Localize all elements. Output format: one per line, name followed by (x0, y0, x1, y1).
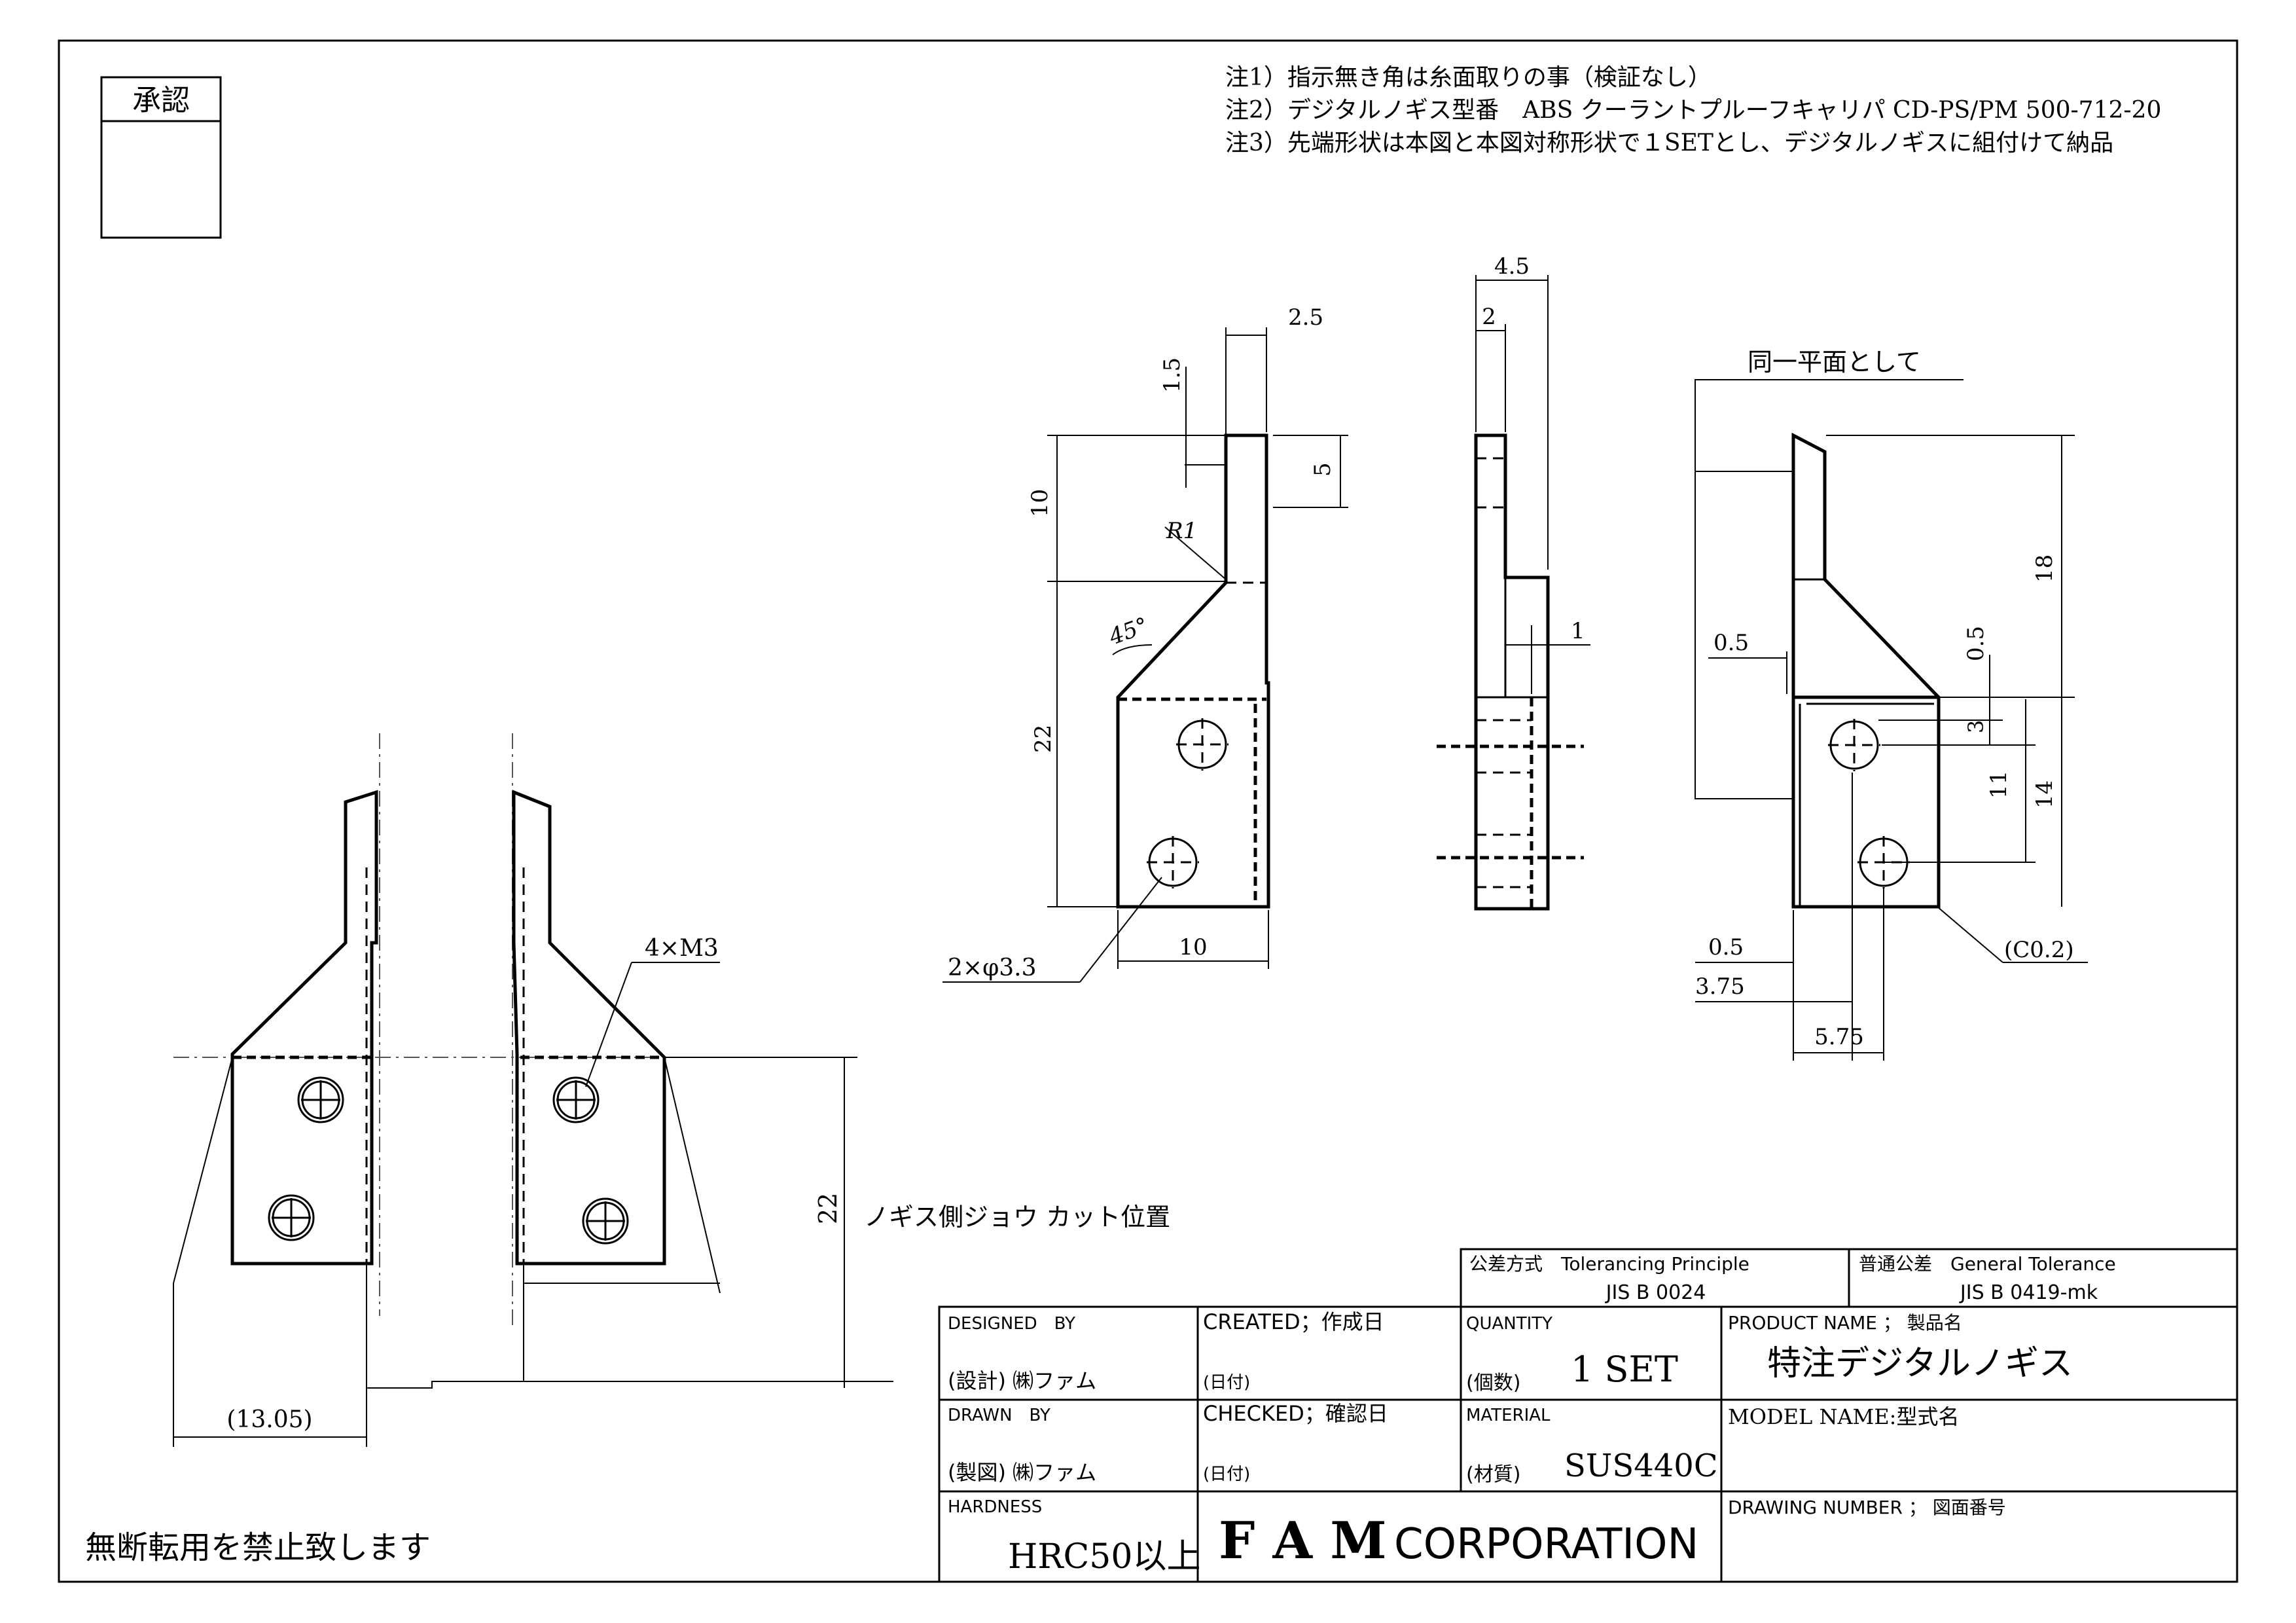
note-2: 注2）デジタルノギス型番 ABS クーラントプルーフキャリパ CD-PS/PM … (1225, 97, 2161, 124)
approval-box: 承認 (100, 76, 222, 239)
dim-2: 2 (1482, 304, 1496, 330)
material-value: SUS440C (1564, 1448, 1718, 1484)
checked-date: (日付) (1203, 1465, 1250, 1484)
front-dimensions: 2.5 1.5 10 5 R1 45° 22 10 2×φ3.3 (942, 304, 1348, 983)
side-view (1437, 433, 1584, 911)
hole-right-upper (1828, 719, 1880, 771)
general-tolerance-value: JIS B 0419-mk (1959, 1281, 2098, 1304)
note-1: 注1）指示無き角は糸面取りの事（検証なし） (1225, 64, 1712, 91)
dim-0-5-top: 0.5 (1713, 630, 1749, 656)
jaw-cut-note: ノギス側ジョウ カット位置 (864, 1203, 1170, 1231)
approval-label: 承認 (132, 84, 190, 117)
hole-upper (1176, 718, 1229, 771)
side-dimensions: 4.5 2 1 (1475, 253, 1590, 694)
company-mark: F A M (1219, 1511, 1387, 1571)
quantity-value: 1 SET (1571, 1349, 1678, 1390)
dim-4xm3: 4×M3 (645, 935, 719, 962)
created-label: CREATED；作成日 (1203, 1309, 1384, 1334)
dim-10-left: 10 (1027, 489, 1053, 517)
dim-1-5: 1.5 (1159, 357, 1185, 393)
dim-3: 3 (1964, 720, 1988, 733)
model-name-label: MODEL NAME:型式名 (1728, 1404, 1959, 1429)
dim-r1: R1 (1166, 518, 1197, 544)
right-jaw (512, 790, 666, 1266)
dim-holes: 2×φ3.3 (948, 955, 1037, 981)
coplanar-note: 同一平面として (1748, 348, 1921, 376)
no-reproduction-note: 無断転用を禁止致します (85, 1529, 431, 1566)
material-unit: (材質) (1466, 1463, 1520, 1486)
quantity-unit: (個数) (1466, 1372, 1520, 1395)
notes: 注1）指示無き角は糸面取りの事（検証なし） 注2）デジタルノギス型番 ABS ク… (1225, 64, 2161, 156)
general-tolerance-label: 普通公差 General Tolerance (1859, 1253, 2116, 1275)
dim-22-front: 22 (1030, 725, 1056, 753)
designed-by-value: (設計) ㈱ファム (948, 1368, 1096, 1393)
dim-14: 14 (2032, 780, 2058, 809)
left-jaw (230, 790, 378, 1266)
tolerancing-principle-label: 公差方式 Tolerancing Principle (1469, 1253, 1749, 1275)
dim-13-05: (13.05) (226, 1406, 312, 1433)
dim-2-5: 2.5 (1288, 304, 1323, 331)
dim-10-bottom: 10 (1179, 934, 1207, 960)
title-block: 公差方式 Tolerancing Principle JIS B 0024 普通… (938, 1248, 2238, 1583)
quantity-label: QUANTITY (1466, 1314, 1552, 1334)
assembly-view: 22 ノギス側ジョウ カット位置 4×M3 (13.05) (173, 733, 1170, 1447)
material-label: MATERIAL (1466, 1406, 1551, 1425)
dim-0-5-bottom: 0.5 (1708, 934, 1744, 960)
dim-0-5-right: 0.5 (1963, 626, 1989, 661)
drawn-by-label: DRAWN BY (948, 1406, 1050, 1425)
hardness-value: HRC50以上 (1008, 1537, 1200, 1577)
right-view (1791, 432, 1941, 909)
dim-11: 11 (1986, 771, 2012, 799)
hardness-label: HARDNESS (948, 1497, 1042, 1517)
front-view (1116, 433, 1270, 909)
tolerancing-principle-value: JIS B 0024 (1605, 1281, 1706, 1304)
dim-4-5: 4.5 (1494, 253, 1530, 280)
dim-18: 18 (2032, 555, 2058, 583)
company-name: CORPORATION (1394, 1520, 1698, 1569)
drawn-by-value: (製図) ㈱ファム (948, 1460, 1096, 1485)
created-date: (日付) (1203, 1373, 1250, 1393)
dim-c0-2: (C0.2) (2004, 937, 2074, 963)
dim-1: 1 (1571, 618, 1585, 644)
note-3: 注3）先端形状は本図と本図対称形状で１SETとし、デジタルノギスに組付けて納品 (1225, 130, 2113, 156)
designed-by-label: DESIGNED BY (948, 1314, 1075, 1334)
dim-3-75: 3.75 (1695, 974, 1745, 1000)
right-dimensions: 同一平面として 0.5 18 0.5 3 11 14 (C0.2) 0.5 3.… (1695, 348, 2088, 1061)
checked-label: CHECKED；確認日 (1203, 1401, 1388, 1426)
hole-lower (1147, 836, 1199, 888)
dim-22-assembly: 22 (814, 1193, 842, 1224)
dim-5: 5 (1310, 462, 1336, 477)
product-name-label: PRODUCT NAME ； 製品名 (1728, 1312, 1962, 1334)
drawing-number-label: DRAWING NUMBER ； 図面番号 (1728, 1497, 2006, 1518)
product-name-value: 特注デジタルノギス (1767, 1344, 2073, 1383)
dim-5-75: 5.75 (1814, 1024, 1864, 1050)
